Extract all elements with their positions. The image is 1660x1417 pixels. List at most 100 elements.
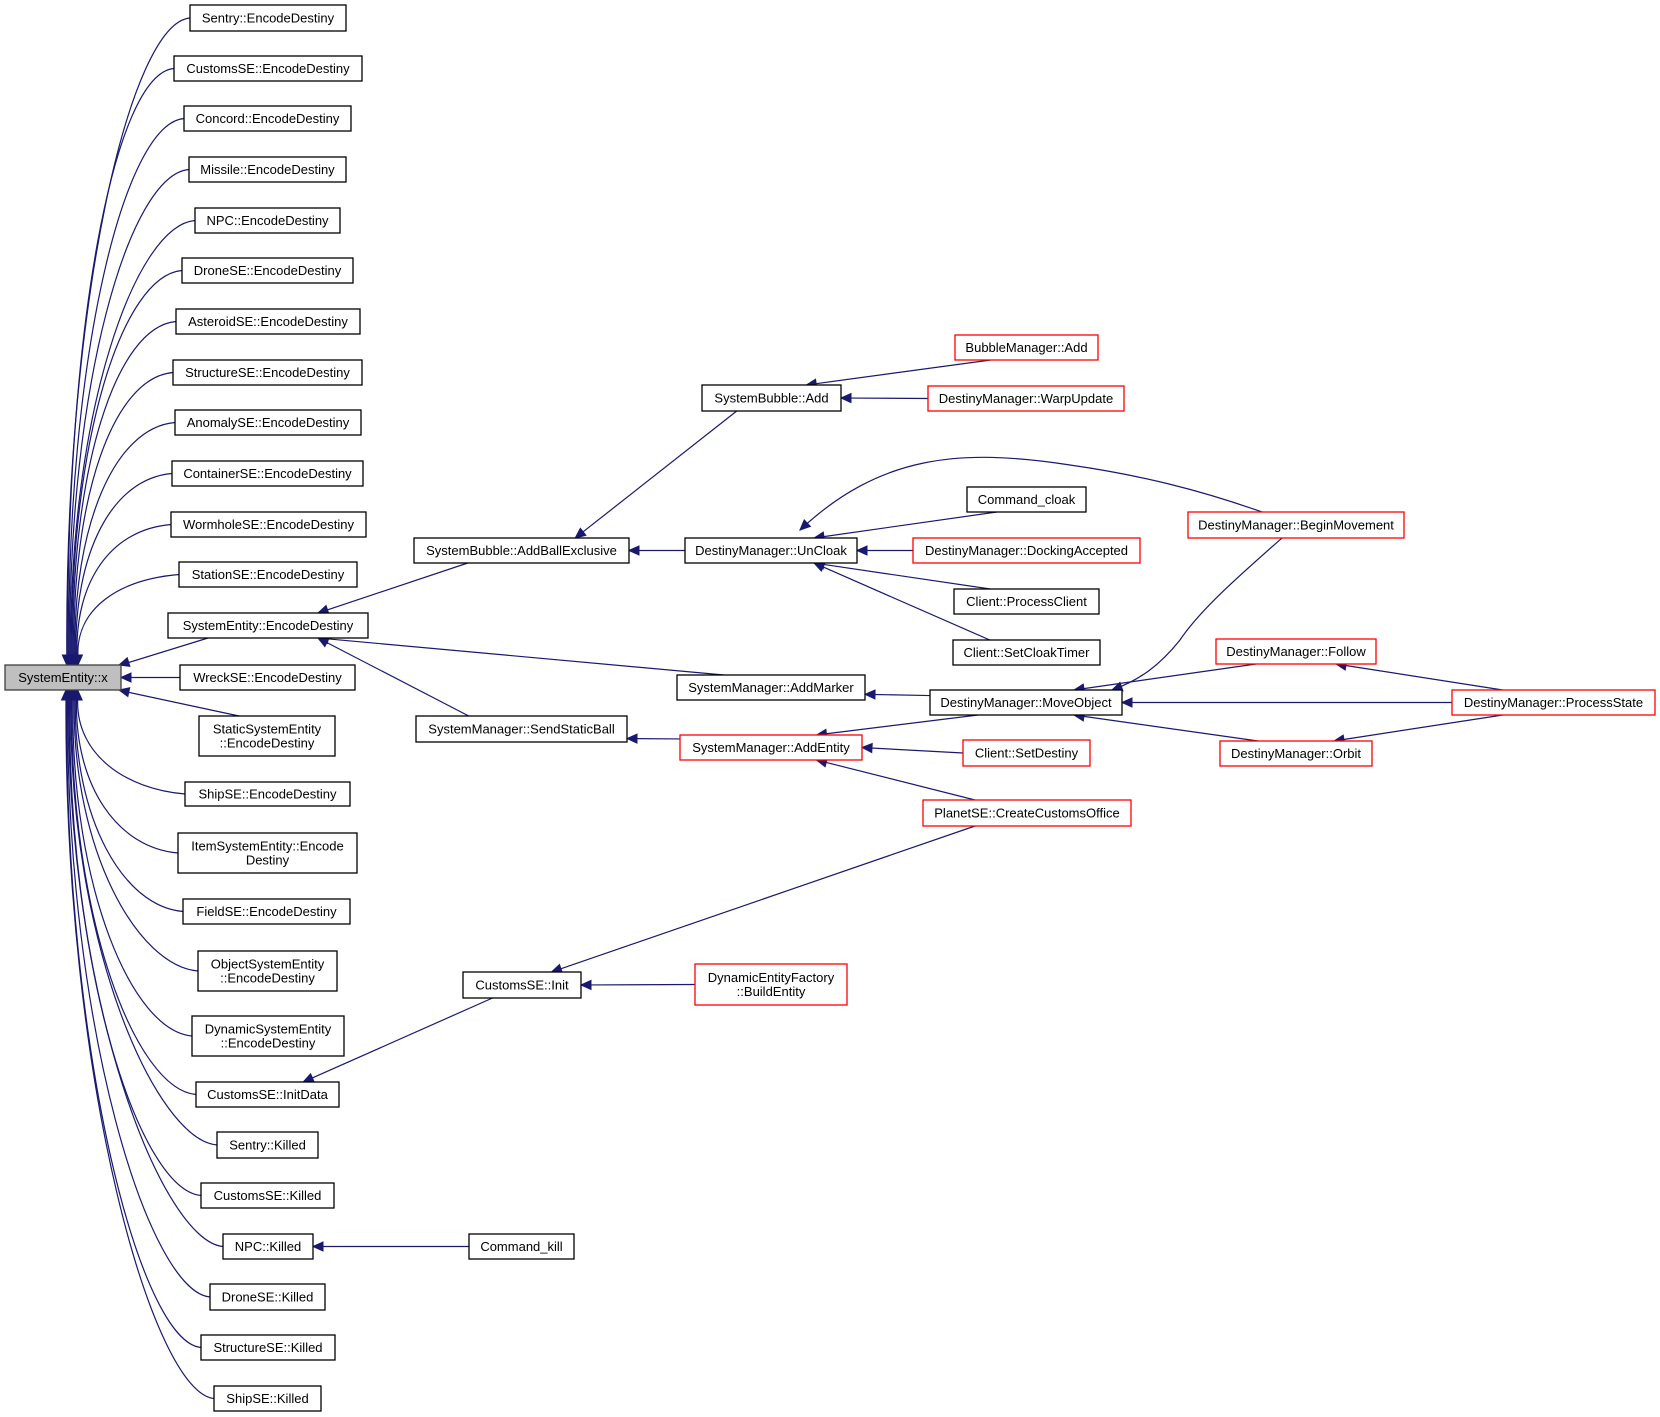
node-station-ed[interactable]: StationSE::EncodeDestiny (178, 561, 358, 588)
node-field-ed[interactable]: FieldSE::EncodeDestiny (182, 898, 351, 925)
node-bubblemgr-add[interactable]: BubbleManager::Add (954, 334, 1099, 361)
edge-missile_ed-to-root (64, 168, 190, 667)
node-box (952, 639, 1101, 666)
edge-drone_killed-to-root (62, 688, 211, 1298)
node-dm-processstate[interactable]: DestinyManager::ProcessState (1451, 689, 1656, 716)
edge-line (70, 698, 218, 1146)
node-box (189, 4, 347, 32)
edge-planet_customs-to-sysmgr_addentity (815, 757, 976, 801)
node-anomaly-ed[interactable]: AnomalySE::EncodeDestiny (174, 409, 362, 436)
node-client-cloaktimer[interactable]: Client::SetCloakTimer (952, 639, 1101, 666)
node-sentry-killed[interactable]: Sentry::Killed (216, 1131, 319, 1159)
node-container-ed[interactable]: ContainerSE::EncodeDestiny (171, 460, 364, 487)
node-drone-ed[interactable]: DroneSE::EncodeDestiny (181, 257, 354, 284)
node-dm-moveobject[interactable]: DestinyManager::MoveObject (929, 689, 1123, 716)
node-command-kill[interactable]: Command_kill (468, 1233, 575, 1260)
node-bubble-addball[interactable]: SystemBubble::AddBallExclusive (413, 537, 630, 564)
edge-line (1111, 537, 1283, 691)
node-dm-orbit[interactable]: DestinyManager::Orbit (1219, 740, 1373, 767)
node-sysent-ed[interactable]: SystemEntity::EncodeDestiny (167, 612, 369, 639)
edge-command_cloak-to-dm_uncloak (812, 511, 997, 542)
node-customs-ed[interactable]: CustomsSE::EncodeDestiny (173, 55, 363, 82)
node-concord-ed[interactable]: Concord::EncodeDestiny (183, 105, 352, 132)
node-customs-killed[interactable]: CustomsSE::Killed (200, 1182, 335, 1209)
node-customs-initdata[interactable]: CustomsSE::InitData (195, 1081, 340, 1108)
node-label: ContainerSE::EncodeDestiny (183, 466, 352, 481)
node-sysmgr-addmarker[interactable]: SystemManager::AddMarker (676, 674, 866, 701)
node-dynamic-ed[interactable]: DynamicSystemEntity::EncodeDestiny (191, 1015, 345, 1057)
node-box (179, 664, 356, 691)
node-ship-ed[interactable]: ShipSE::EncodeDestiny (184, 781, 351, 807)
edge-dm_processstate-to-dm_follow (1334, 660, 1503, 691)
node-ship-killed[interactable]: ShipSE::Killed (213, 1385, 322, 1412)
edge-sysmgr_addentity-to-sysmgr_sendstatic (625, 733, 681, 744)
node-dm-uncloak[interactable]: DestinyManager::UnCloak (684, 537, 858, 564)
edge-line (1344, 664, 1503, 691)
edge-line (559, 825, 976, 970)
node-box (222, 1233, 314, 1260)
node-wormhole-ed[interactable]: WormholeSE::EncodeDestiny (170, 511, 367, 538)
node-drone-killed[interactable]: DroneSE::Killed (209, 1283, 326, 1311)
edge-line (67, 67, 175, 657)
edge-dm_moveobject-to-sysmgr_addmarker (863, 689, 931, 700)
node-box (1215, 638, 1377, 665)
node-client-process[interactable]: Client::ProcessClient (953, 588, 1100, 615)
node-def-buildentity[interactable]: DynamicEntityFactory::BuildEntity (694, 963, 848, 1006)
node-npc-ed[interactable]: NPC::EncodeDestiny (194, 207, 341, 234)
node-label: DroneSE::EncodeDestiny (194, 263, 342, 278)
edge-arrowhead (860, 742, 873, 754)
node-command-cloak[interactable]: Command_cloak (966, 486, 1087, 513)
node-label: CustomsSE::Killed (214, 1188, 322, 1203)
edge-line (825, 761, 976, 801)
node-dm-warpupdate[interactable]: DestinyManager::WarpUpdate (927, 385, 1125, 412)
edge-line (126, 637, 209, 664)
edge-line (71, 698, 197, 1096)
node-root[interactable]: SystemEntity::x (4, 664, 122, 691)
node-customs-init[interactable]: CustomsSE::Init (462, 971, 582, 999)
edge-line (72, 698, 193, 1037)
node-label: CustomsSE::InitData (207, 1087, 328, 1102)
node-box (209, 1283, 326, 1311)
node-wreck-ed[interactable]: WreckSE::EncodeDestiny (179, 664, 356, 691)
edge-dm_warpupdate-to-bubble_add (839, 392, 929, 404)
node-object-ed[interactable]: ObjectSystemEntity::EncodeDestiny (197, 950, 338, 992)
node-box (171, 460, 364, 487)
node-missile-ed[interactable]: Missile::EncodeDestiny (188, 156, 347, 183)
node-bubble-add[interactable]: SystemBubble::Add (701, 384, 842, 412)
edge-line (72, 320, 177, 657)
node-label: FieldSE::EncodeDestiny (196, 904, 337, 919)
node-box (188, 156, 347, 183)
edge-sysent_ed-to-root (117, 637, 209, 667)
edge-line (815, 359, 991, 385)
node-planet-customs[interactable]: PlanetSE::CreateCustomsOffice (922, 799, 1132, 827)
node-box (178, 561, 358, 588)
node-box (929, 689, 1123, 716)
node-box (684, 537, 858, 564)
node-label: ::EncodeDestiny (221, 1036, 316, 1051)
node-structure-killed[interactable]: StructureSE::Killed (200, 1334, 336, 1361)
node-dm-beginmove[interactable]: DestinyManager::BeginMovement (1187, 511, 1405, 539)
node-structure-ed[interactable]: StructureSE::EncodeDestiny (172, 359, 363, 386)
node-client-setdestiny[interactable]: Client::SetDestiny (962, 739, 1091, 767)
node-asteroid-ed[interactable]: AsteroidSE::EncodeDestiny (175, 308, 361, 335)
node-box (197, 950, 338, 992)
edge-line (67, 698, 211, 1298)
node-static-ed[interactable]: StaticSystemEntity::EncodeDestiny (198, 715, 336, 757)
node-sentry-ed[interactable]: Sentry::EncodeDestiny (189, 4, 347, 32)
edge-sentry_ed-to-root (61, 17, 191, 667)
node-item-ed[interactable]: ItemSystemEntity::EncodeDestiny (177, 832, 358, 874)
node-box (170, 511, 367, 538)
edge-line (68, 698, 224, 1248)
node-label: DestinyManager::ProcessState (1464, 695, 1643, 710)
node-label: DestinyManager::Follow (1226, 644, 1366, 659)
node-label: StaticSystemEntity (213, 722, 322, 737)
node-npc-killed[interactable]: NPC::Killed (222, 1233, 314, 1260)
edge-dm_uncloak-to-bubble_addball (627, 545, 685, 556)
edge-dm_processstate-to-dm_orbit (1332, 714, 1503, 745)
node-dm-docking[interactable]: DestinyManager::DockingAccepted (912, 537, 1141, 564)
node-sysmgr-addentity[interactable]: SystemManager::AddEntity (679, 734, 863, 761)
node-label: WreckSE::EncodeDestiny (193, 670, 342, 685)
edge-dm_docking-to-dm_uncloak (855, 545, 913, 556)
node-sysmgr-sendstatic[interactable]: SystemManager::SendStaticBall (415, 715, 628, 743)
node-dm-follow[interactable]: DestinyManager::Follow (1215, 638, 1377, 665)
